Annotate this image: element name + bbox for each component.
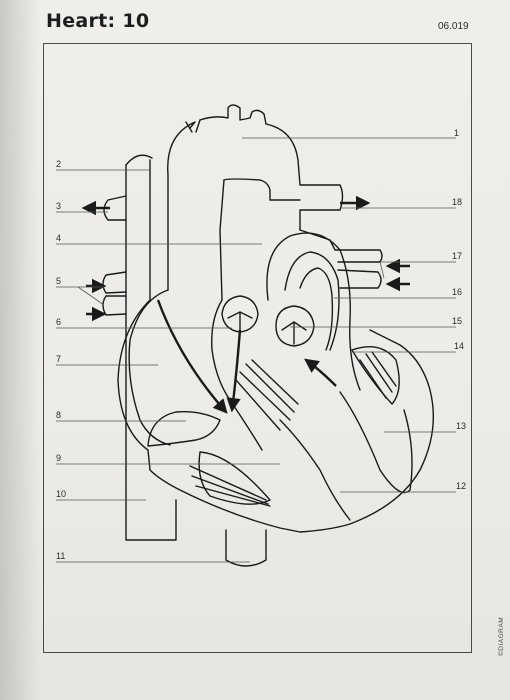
label-4: 4 [56, 233, 61, 243]
label-9: 9 [56, 453, 61, 463]
inferior-vena-cava [125, 469, 177, 541]
heart-outline [102, 104, 434, 567]
pulmonary-vein-lower [337, 269, 382, 289]
label-13: 13 [456, 421, 466, 431]
pulmonary-valve [221, 295, 259, 333]
aortic-valve [275, 305, 315, 347]
copyright-credit: ©DIAGRAM [498, 616, 505, 656]
pulmonary-vein-upper [299, 229, 383, 263]
label-numbers: 1 2 3 4 5 6 7 8 9 10 11 12 13 14 15 16 1… [56, 128, 466, 561]
page-title: Heart: 10 [46, 10, 150, 32]
label-8: 8 [56, 410, 61, 420]
leader-lines [56, 137, 456, 563]
label-2: 2 [56, 159, 61, 169]
label-6: 6 [56, 317, 61, 327]
arrow-ventricle-up [226, 329, 242, 413]
label-3: 3 [56, 201, 61, 211]
aortic-arch [167, 104, 344, 291]
label-11: 11 [56, 551, 65, 561]
tricuspid-valve [147, 410, 221, 447]
label-5: 5 [56, 276, 61, 286]
label-12: 12 [456, 481, 466, 491]
diagram-frame [43, 43, 472, 653]
label-1: 1 [454, 128, 459, 138]
label-10: 10 [56, 489, 66, 499]
label-17: 17 [452, 251, 462, 261]
right-pulmonary-artery [103, 195, 127, 221]
label-14: 14 [454, 341, 464, 351]
label-18: 18 [452, 197, 462, 207]
heart-wall [117, 299, 434, 533]
blood-flow-arrows [81, 195, 410, 414]
coronary-sinus-vessel [225, 529, 267, 567]
chordae-tendineae-left [235, 359, 299, 431]
leader-17b [379, 261, 385, 279]
vena-cava-superior [125, 159, 151, 471]
leader-5b [77, 286, 105, 306]
page-shadow [0, 0, 40, 700]
arrow-left-ventricle [304, 358, 337, 387]
label-16: 16 [452, 287, 462, 297]
sheet-code: 06.019 [438, 21, 469, 32]
papillary-muscle [189, 465, 271, 507]
arrow-right-atrium [156, 299, 228, 414]
left-atrium-inner [284, 251, 340, 351]
label-7: 7 [56, 354, 61, 364]
label-15: 15 [452, 316, 462, 326]
chordae-tendineae-right [359, 351, 397, 399]
septum [211, 299, 263, 451]
